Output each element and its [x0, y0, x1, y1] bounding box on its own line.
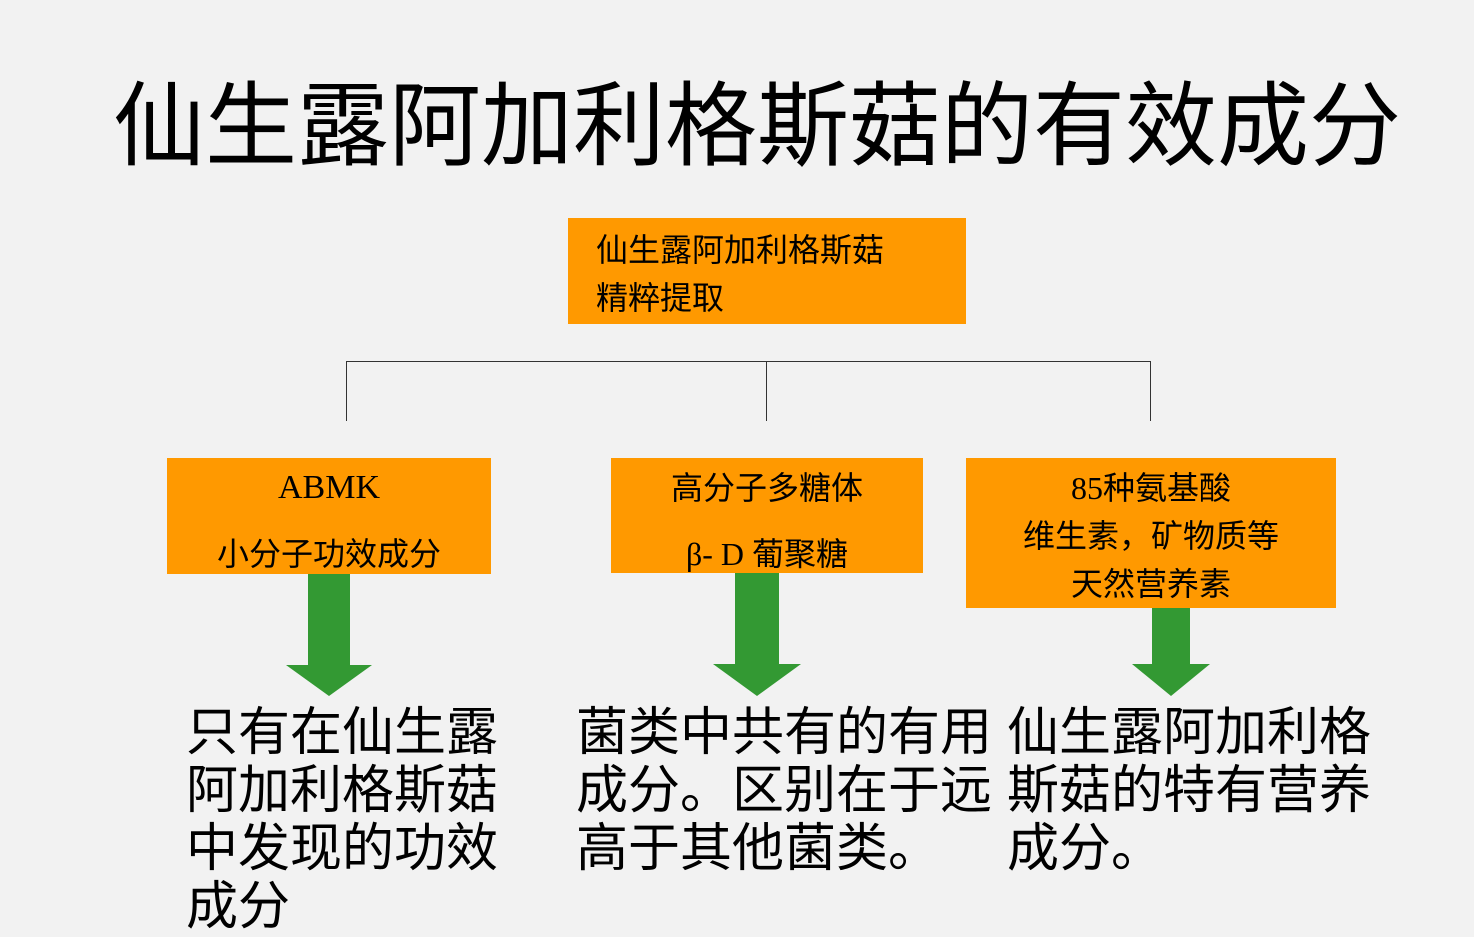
branch-description-polysaccharide: 菌类中共有的有用 成分。区别在于远 高于其他菌类。: [576, 704, 992, 878]
branch-box-polysaccharide: 高分子多糖体 β- D 葡聚糖: [611, 458, 923, 573]
root-node-line2: 精粹提取: [596, 279, 725, 317]
branch-box-polysaccharide-line2: β- D 葡聚糖: [685, 536, 849, 572]
connector-right: [1150, 361, 1151, 421]
description-line: 成分: [186, 877, 291, 937]
branch-box-abmk-line2: 小分子功效成分: [216, 535, 441, 573]
branch-box-nutrients: 85种氨基酸 维生素，矿物质等 天然营养素: [966, 458, 1336, 608]
branch-description-nutrients: 仙生露阿加利格 斯菇的特有营养 成分。: [1007, 704, 1371, 878]
down-arrow-icon: [1132, 608, 1210, 696]
branch-box-abmk: ABMK 小分子功效成分: [167, 458, 491, 574]
branch-box-abmk-line1: ABMK: [277, 469, 381, 506]
branch-description-abmk: 只有在仙生露 阿加利格斯菇 中发现的功效 成分: [186, 704, 498, 936]
branch-box-nutrients-line3: 天然营养素: [1070, 565, 1231, 603]
branch-box-polysaccharide-line1: 高分子多糖体: [670, 469, 863, 507]
description-line: 只有在仙生露: [186, 703, 499, 763]
branch-box-nutrients-line2: 维生素，矿物质等: [1022, 517, 1279, 555]
description-line: 成分。: [1007, 819, 1164, 879]
description-line: 菌类中共有的有用: [576, 703, 993, 763]
description-line: 仙生露阿加利格: [1007, 703, 1372, 763]
description-line: 阿加利格斯菇: [186, 761, 499, 821]
connector-horizontal: [346, 361, 1151, 362]
root-node-line1: 仙生露阿加利格斯菇: [596, 231, 885, 269]
down-arrow-icon: [286, 574, 372, 696]
root-node-box: 仙生露阿加利格斯菇 精粹提取: [568, 218, 966, 324]
down-arrow-icon: [713, 573, 801, 696]
connector-left: [346, 361, 347, 421]
connector-center: [766, 361, 767, 421]
branch-box-nutrients-line1: 85种氨基酸: [1070, 470, 1231, 506]
description-line: 斯菇的特有营养: [1007, 761, 1372, 821]
description-line: 中发现的功效: [186, 819, 499, 879]
description-line: 高于其他菌类。: [576, 819, 941, 879]
description-line: 成分。区别在于远: [576, 761, 993, 821]
page-title: 仙生露阿加利格斯菇的有效成分: [112, 73, 1401, 180]
